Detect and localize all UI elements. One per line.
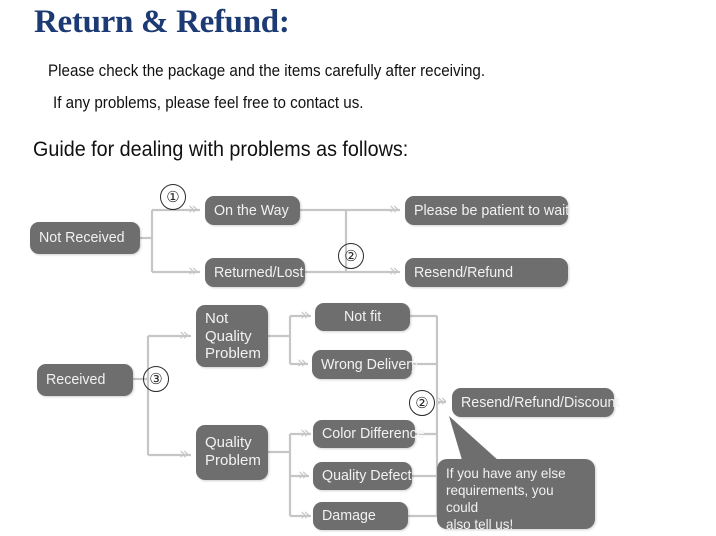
intro-line-2: If any problems, please feel free to con… [53, 94, 364, 112]
node-wrong-delivery[interactable]: Wrong Delivery [312, 350, 418, 379]
node-label: Color Difference [322, 425, 425, 443]
node-label-line-1: Not [205, 310, 229, 327]
arrow-head-icon: » [389, 199, 400, 219]
arrow-head-icon: » [300, 423, 311, 443]
step-marker-1: ① [160, 184, 186, 210]
step-marker-2-top: ② [338, 243, 364, 269]
node-quality-problem[interactable]: Quality Problem [196, 425, 268, 480]
callout-line-2: requirements, you could [446, 482, 554, 516]
node-label: On the Way [214, 201, 289, 219]
node-received[interactable]: Received [37, 364, 133, 396]
node-label: Not Received [39, 229, 125, 247]
callout-line-3: also tell us! [446, 516, 514, 533]
arrow-head-icon: » [300, 305, 311, 325]
node-color-difference[interactable]: Color Difference [313, 420, 425, 448]
arrow-head-icon: » [298, 465, 309, 485]
node-resend-refund-discount[interactable]: Resend/Refund/Discount [452, 388, 619, 417]
node-label: Wrong Delivery [321, 355, 419, 373]
page-title: Return & Refund: [34, 4, 290, 40]
node-on-the-way[interactable]: On the Way [205, 196, 300, 225]
node-label-line-2: Problem [205, 451, 261, 469]
arrow-head-icon: » [179, 325, 190, 345]
callout-tail [449, 416, 509, 470]
node-damage[interactable]: Damage [313, 502, 408, 530]
node-label: Received [46, 371, 106, 389]
node-not-fit[interactable]: Not fit [315, 303, 410, 331]
node-please-be-patient-to-wait[interactable]: Please be patient to wait [405, 196, 570, 225]
node-not-received[interactable]: Not Received [30, 222, 140, 254]
callout-line-1: If you have any else [446, 465, 566, 481]
callout-bubble: If you have any else requirements, you c… [437, 459, 595, 532]
node-label-line-1: Quality [205, 434, 252, 451]
node-label: Not fit [343, 308, 382, 326]
arrow-head-icon: » [188, 261, 199, 281]
node-label: Resend/Refund/Discount [461, 393, 620, 411]
arrow-head-icon: » [300, 505, 311, 525]
node-label: Resend/Refund [414, 263, 514, 281]
step-marker-2-bottom: ② [409, 390, 435, 416]
intro-line-1: Please check the package and the items c… [48, 62, 486, 80]
node-label: Returned/Lost [214, 263, 304, 281]
arrow-head-icon: » [437, 391, 448, 411]
node-label: Quality Defect [322, 467, 412, 485]
node-not-quality-problem[interactable]: Not Quality Problem [196, 305, 268, 367]
node-label-line-2: Quality [205, 327, 252, 345]
arrow-head-icon: » [188, 199, 199, 219]
step-marker-3: ③ [143, 366, 169, 392]
guide-heading: Guide for dealing with problems as follo… [33, 138, 409, 161]
node-resend-refund[interactable]: Resend/Refund [405, 258, 568, 287]
arrow-head-icon: » [389, 261, 400, 281]
node-label-line-3: Problem [205, 345, 261, 363]
node-returned-lost[interactable]: Returned/Lost [205, 258, 305, 287]
node-label: Damage [322, 507, 376, 525]
node-label: Please be patient to wait [414, 201, 570, 219]
arrow-head-icon: » [179, 444, 190, 464]
node-quality-defect[interactable]: Quality Defect [313, 462, 412, 490]
arrow-head-icon: » [297, 353, 308, 373]
